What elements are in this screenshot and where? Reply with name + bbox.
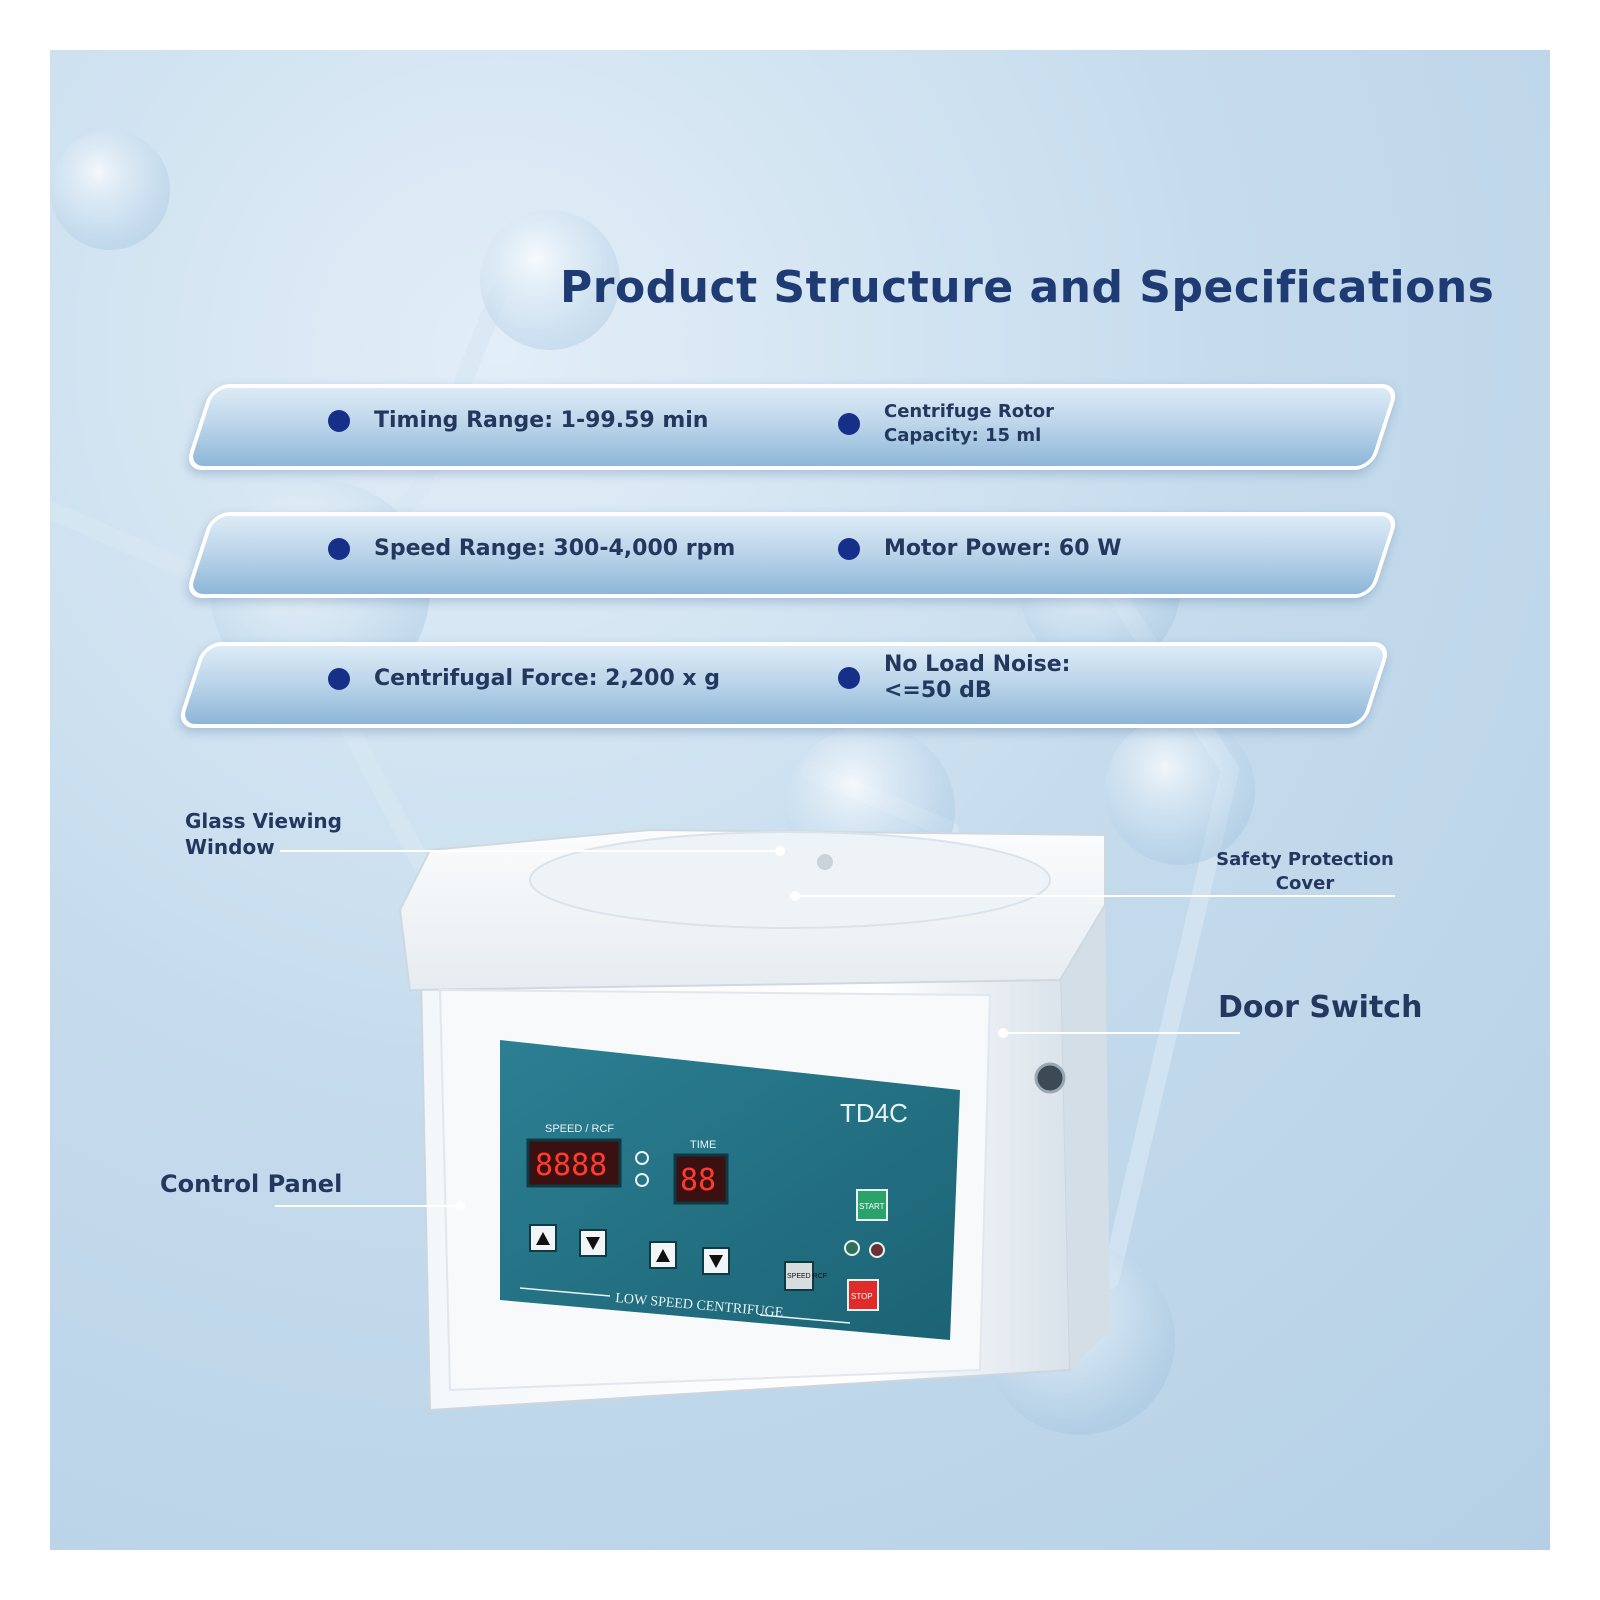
start-button-label: START <box>859 1202 885 1211</box>
stop-button-label: STOP <box>851 1292 873 1301</box>
page-title: Product Structure and Specifications <box>560 262 1495 313</box>
callout-line <box>795 895 1395 897</box>
speed-up-button[interactable] <box>529 1224 557 1252</box>
bullet-dot-icon <box>838 667 860 689</box>
spec-text: No Load Noise: <=50 dB <box>884 652 1071 703</box>
callout-dot <box>790 891 800 901</box>
start-button[interactable]: START <box>856 1189 888 1221</box>
speed-display <box>526 1138 622 1188</box>
spec-item-rotor-capacity: Centrifuge Rotor Capacity: 15 ml <box>838 400 1078 448</box>
spec-item-motor-power: Motor Power: 60 W <box>838 536 1121 561</box>
callout-label: Glass Viewing Window <box>185 809 342 859</box>
callout-label: Door Switch <box>1218 990 1423 1025</box>
bullet-dot-icon <box>838 537 860 560</box>
spec-text: Centrifugal Force: 2,200 x g <box>374 666 721 691</box>
spec-item-timing: Timing Range: 1-99.59 min <box>328 408 708 433</box>
model-label: TD4C <box>840 1098 908 1128</box>
spec-text: Timing Range: 1-99.59 min <box>374 408 709 433</box>
time-display-value: 88 <box>680 1163 716 1198</box>
speed-display-value: 8888 <box>535 1148 607 1183</box>
callout-line <box>280 850 780 852</box>
callout-glass-window: Glass Viewing Window <box>185 808 355 860</box>
callout-label: Safety Protection Cover <box>1216 849 1394 894</box>
spec-item-noise: No Load Noise: <=50 dB <box>838 652 1138 704</box>
bullet-dot-icon <box>328 537 350 560</box>
speed-rcf-button[interactable]: SPEED RCF <box>784 1261 827 1291</box>
spec-text: Motor Power: 60 W <box>884 536 1122 561</box>
callout-line <box>1005 1032 1240 1034</box>
callout-dot <box>455 1201 465 1211</box>
centrifuge-device: TD4C SPEED / RCF TIME 8888 88 <box>398 828 1110 1412</box>
speed-rcf-label: SPEED / RCF <box>545 1123 614 1135</box>
time-up-button[interactable] <box>649 1241 677 1269</box>
speed-down-button[interactable] <box>579 1229 607 1257</box>
callout-safety-cover: Safety Protection Cover <box>1205 848 1405 896</box>
callout-dot <box>775 846 785 856</box>
product-infographic: Product Structure and Specifications Tim… <box>50 50 1550 1550</box>
spec-item-speed: Speed Range: 300-4,000 rpm <box>328 536 735 561</box>
indicator-light <box>635 1151 649 1165</box>
callout-control-panel: Control Panel <box>160 1170 342 1198</box>
stop-button[interactable]: STOP <box>847 1279 879 1311</box>
time-display <box>673 1153 729 1205</box>
door-switch-knob[interactable] <box>1034 1062 1066 1094</box>
callout-door-switch: Door Switch <box>1218 990 1422 1025</box>
speed-rcf-button-label: SPEED RCF <box>787 1273 827 1280</box>
callout-label: Control Panel <box>160 1170 343 1198</box>
status-light-green <box>844 1240 860 1256</box>
status-light-red <box>869 1242 885 1258</box>
spec-item-centrifugal-force: Centrifugal Force: 2,200 x g <box>328 666 720 691</box>
bullet-dot-icon <box>838 413 860 435</box>
indicator-light <box>635 1173 649 1187</box>
spec-text: Speed Range: 300-4,000 rpm <box>374 536 736 561</box>
callout-dot <box>998 1028 1008 1038</box>
time-down-button[interactable] <box>702 1247 730 1275</box>
callout-line <box>275 1205 460 1207</box>
spec-text: Centrifuge Rotor Capacity: 15 ml <box>884 401 1054 446</box>
time-label: TIME <box>690 1139 716 1151</box>
bullet-dot-icon <box>328 409 350 432</box>
bullet-dot-icon <box>328 667 350 690</box>
